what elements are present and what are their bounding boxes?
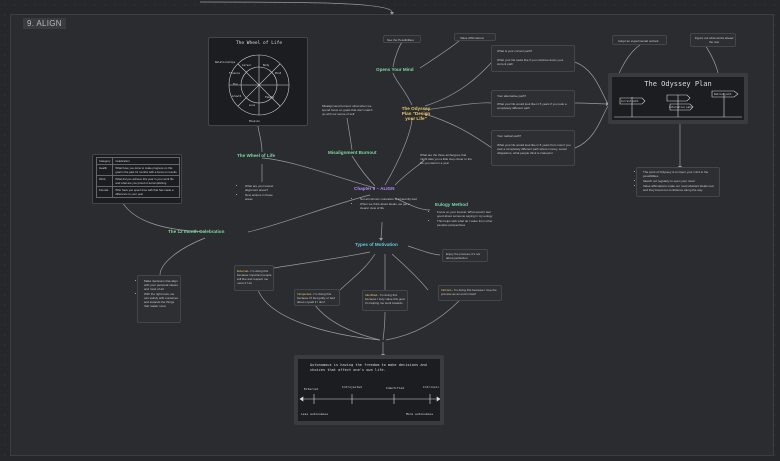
path-head: Your radical path?: [497, 134, 522, 138]
path-body: What your life would look like in 5 year…: [497, 143, 571, 155]
celebration-table-card[interactable]: Category Celebration Health What have yo…: [92, 154, 182, 204]
odyssey-image-title: The Odyssey Plan: [644, 80, 712, 88]
wheel-spoke: Mind: [275, 71, 282, 75]
center-bullet: When we think about ideals, we get a cle…: [360, 202, 417, 210]
path-body: What your life looks like if you continu…: [497, 58, 564, 66]
spectrum-left: Less autonomous: [301, 412, 328, 416]
wheel-spoke: Finance: [229, 71, 240, 75]
motivation-title[interactable]: Types of Motivation: [355, 242, 398, 247]
intrinsic-card[interactable]: Intrinsic– I'm doing this because I love…: [438, 285, 502, 301]
alternative-path-card[interactable]: Your alternative path? What your life wo…: [491, 90, 575, 117]
odyssey-bullet: Sketch out regularly to open your mind: [643, 179, 719, 183]
spectrum-label: Identified: [386, 386, 404, 390]
wheel-question: What are your lowest alignment areas?: [245, 184, 280, 192]
affirmations-card[interactable]: Value Affirmations: [454, 33, 496, 41]
identified-card[interactable]: Identified– I'm doing this because I tru…: [362, 290, 408, 311]
table-row: Health What have you done to make progre…: [95, 164, 180, 176]
wheel-spoke: Body: [263, 63, 270, 67]
wheel-spoke: Relationships: [215, 60, 236, 64]
radical-path-card[interactable]: Your radical path? What your life would …: [491, 130, 575, 166]
signpost-drawing: Current path Alternative path Radical pa…: [614, 90, 742, 118]
opens-mind-title[interactable]: Opens Your Mind: [376, 67, 414, 72]
center-bullet: Not all intrinsic motivation is inherent…: [360, 197, 417, 201]
wheel-spoke: Love: [249, 103, 256, 107]
eulogy-bullet: This helps with what do I value from oth…: [437, 219, 494, 227]
experimental-card[interactable]: Adopt an experimental outlook: [612, 35, 667, 45]
misalignment-title[interactable]: Misalignment Burnout: [328, 150, 377, 155]
wheel-spoke: Family: [265, 95, 275, 99]
possibilities-card[interactable]: See the Possibilities: [383, 35, 421, 43]
sign-label: Current path: [621, 100, 639, 103]
odyssey-plan-image[interactable]: The Odyssey Plan Current path Alternativ…: [608, 73, 748, 124]
autonomy-spectrum-image[interactable]: Autonomous is having the freedom to make…: [294, 355, 444, 425]
wheel-spoke: Career: [242, 63, 252, 67]
wheel-spoke: Growth: [232, 94, 242, 98]
celebration-title[interactable]: The 12 month Celebration: [168, 229, 225, 234]
spectrum-caption: Autonomous is having the freedom to make…: [310, 363, 427, 372]
introjected-card[interactable]: Introjected– I'm doing this because I'll…: [294, 289, 340, 306]
wheel-image-title: The Wheel of Life: [235, 41, 283, 46]
sign-label: Alternative path: [669, 106, 693, 109]
wheel-spoke: Mission: [249, 119, 260, 123]
celebration-bullet: Make decisions that align with your pers…: [144, 279, 180, 291]
motivation-type: Intrinsic: [441, 288, 452, 292]
eulogy-bullets: Focus on your funeral. What would I feel…: [432, 210, 494, 228]
wheel-title[interactable]: The Wheel of Life: [237, 153, 276, 158]
spectrum-axis: External Introjected Identified Intrinsi…: [299, 385, 440, 416]
spectrum-right: More autonomous: [406, 412, 433, 416]
path-head: What is your current path?: [497, 49, 533, 53]
spectrum-label: Intrinsic: [423, 385, 439, 389]
eulogy-bullet: Focus on your funeral. What would I feel…: [437, 210, 494, 218]
odyssey-bullets-card[interactable]: The point of Odyssey is to Open your min…: [636, 167, 720, 197]
table-row: Friends Who have you spent time with tha…: [95, 186, 180, 198]
table-row: Work What did you achieve this year in y…: [95, 175, 180, 187]
celebration-table: Category Celebration Health What have yo…: [95, 157, 180, 198]
center-title[interactable]: Chapter 9 – ALIGN: [354, 186, 395, 191]
motivation-type: Identified: [365, 293, 378, 297]
motivation-type: Introjected: [297, 292, 312, 296]
celebration-bullets-card[interactable]: Make decisions that align with your pers…: [137, 275, 181, 323]
external-card[interactable]: External– I'm doing this because importa…: [234, 265, 274, 291]
spectrum-label: Introjected: [342, 385, 362, 389]
table-header: Celebration: [112, 157, 180, 165]
misalignment-text: Misalignment burnout: what when we spend…: [322, 104, 373, 116]
sign-label: Radical path: [714, 93, 732, 96]
odyssey-bullet: The point of Odyssey is to Open your min…: [643, 170, 719, 178]
current-path-card[interactable]: What is your current path? What your lif…: [491, 45, 575, 72]
wheel-spoke: Fun: [233, 82, 238, 86]
path-head: Your alternative path?: [497, 94, 527, 98]
frame-label: 9. ALIGN: [23, 18, 66, 29]
path-body: What your life would look like in 5 year…: [497, 102, 567, 110]
wheel-caption: What are your lowest alignment areas? Ne…: [240, 184, 280, 202]
enjoy-card[interactable]: Enjoy the process; it's not about perfec…: [442, 249, 488, 262]
motivation-type: External: [237, 269, 249, 273]
wheel-of-life-image[interactable]: The Wheel of Life Relationships Career B…: [208, 37, 308, 126]
figure-card[interactable]: Figure out what works ahead the rest: [690, 33, 736, 47]
table-header: Category: [95, 157, 114, 165]
center-bullets: Not all intrinsic motivation is inherent…: [355, 197, 417, 211]
celebration-bullet: With the right tools, we can satisfy wit…: [144, 292, 180, 308]
wheel-diagram: Relationships Career Body Mind Finance F…: [215, 54, 290, 123]
odyssey-question: What are the three archetypes that might…: [420, 153, 472, 165]
eulogy-title[interactable]: Eulogy Method: [435, 202, 468, 207]
wheel-action: New actions in those areas: [245, 193, 280, 201]
odyssey-bullet: Value affirmations make our most abstrac…: [643, 184, 719, 192]
spectrum-label: External: [304, 387, 319, 391]
odyssey-title[interactable]: The Odyssey Plan "Design your Life": [401, 106, 431, 121]
